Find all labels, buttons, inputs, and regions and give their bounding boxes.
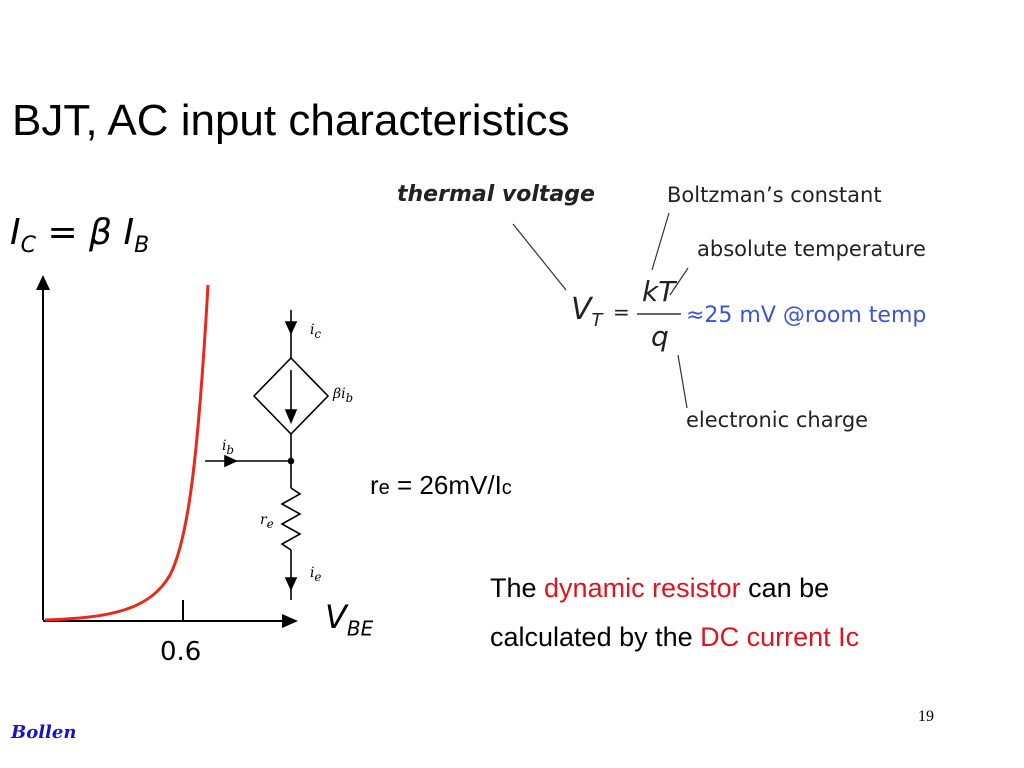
re-formula: re = 26mV/Ic [370, 470, 512, 501]
ib-label-sub: b [226, 442, 234, 457]
absolute-temperature-label: absolute temperature [697, 237, 926, 261]
re-label-main: r [260, 512, 267, 528]
source-arrow [284, 409, 298, 425]
ie-arrow [284, 577, 298, 591]
page-number: 19 [918, 708, 934, 725]
y-axis-arrow [36, 275, 50, 290]
ib-current-label: ib [222, 438, 234, 457]
footer-author: Bollen [11, 722, 77, 743]
re-formula-main: r [370, 470, 379, 500]
ic-symbol: I [10, 212, 21, 253]
ie-current-label: ie [310, 565, 321, 584]
ic-equation: IC = β IB [10, 212, 149, 258]
description-line-2: calculated by the DC current Ic [490, 622, 859, 653]
re-formula-ic-sub: c [501, 477, 512, 499]
desc-line1-start: The [490, 573, 545, 603]
vbe-symbol: V [325, 598, 347, 636]
room-temp-approximation: ≈25 mV @room temp [686, 303, 927, 328]
electronic-charge-label: electronic charge [686, 408, 869, 432]
ic-label-main: i [310, 322, 315, 338]
desc-line2-start: calculated by the [490, 622, 701, 652]
ib-arrow [224, 454, 238, 468]
vbe-axis-label: VBE [325, 598, 373, 640]
desc-dc-current: DC current Ic [700, 622, 860, 652]
temperature-leader [669, 267, 689, 296]
fraction-denominator: q [651, 320, 669, 353]
slide-title: BJT, AC input characteristics [12, 96, 570, 145]
ic-arrow [284, 321, 298, 335]
thermal-leader [512, 223, 567, 291]
ic-subscript: C [20, 233, 36, 259]
vt-symbol: VT [571, 292, 603, 331]
ic-equation-rest: = β I [47, 212, 135, 253]
ie-label-main: i [310, 565, 315, 581]
ie-label-sub: e [314, 569, 322, 584]
vt-main: V [571, 292, 592, 327]
boltzmann-leader [651, 212, 670, 271]
re-resistor [280, 487, 302, 551]
beta-ib-label: βib [333, 386, 353, 405]
description-line-1: The dynamic resistor can be [490, 573, 829, 604]
desc-dynamic-resistor: dynamic resistor [544, 573, 741, 603]
fraction-numerator: kT [642, 275, 676, 308]
vt-sub: T [591, 310, 603, 331]
ic-curve [44, 284, 210, 622]
boltzmann-constant-label: Boltzman’s constant [667, 183, 882, 207]
ic-vbe-graph [36, 275, 298, 628]
small-signal-circuit [205, 310, 330, 600]
x-tick-label: 0.6 [160, 637, 202, 667]
charge-leader [677, 354, 688, 409]
desc-line1-end: can be [740, 573, 830, 603]
re-formula-rest: = 26mV/I [389, 470, 502, 500]
re-resistor-label: re [260, 512, 274, 531]
ib-label-main: i [222, 438, 227, 454]
base-node [287, 457, 295, 465]
ic-label-sub: c [314, 326, 322, 341]
thermal-annotation-lines [512, 212, 689, 409]
beta-label-main: βi [333, 386, 346, 402]
re-label-sub: e [266, 516, 274, 531]
vbe-subscript: BE [346, 616, 374, 641]
re-formula-sub: e [378, 477, 390, 499]
ic-current-label: ic [310, 322, 321, 341]
ib-subscript: B [134, 233, 150, 259]
vt-equals: = [613, 300, 630, 324]
x-axis-arrow [282, 614, 298, 628]
thermal-voltage-title: thermal voltage [397, 182, 595, 207]
beta-label-sub: b [345, 390, 354, 405]
